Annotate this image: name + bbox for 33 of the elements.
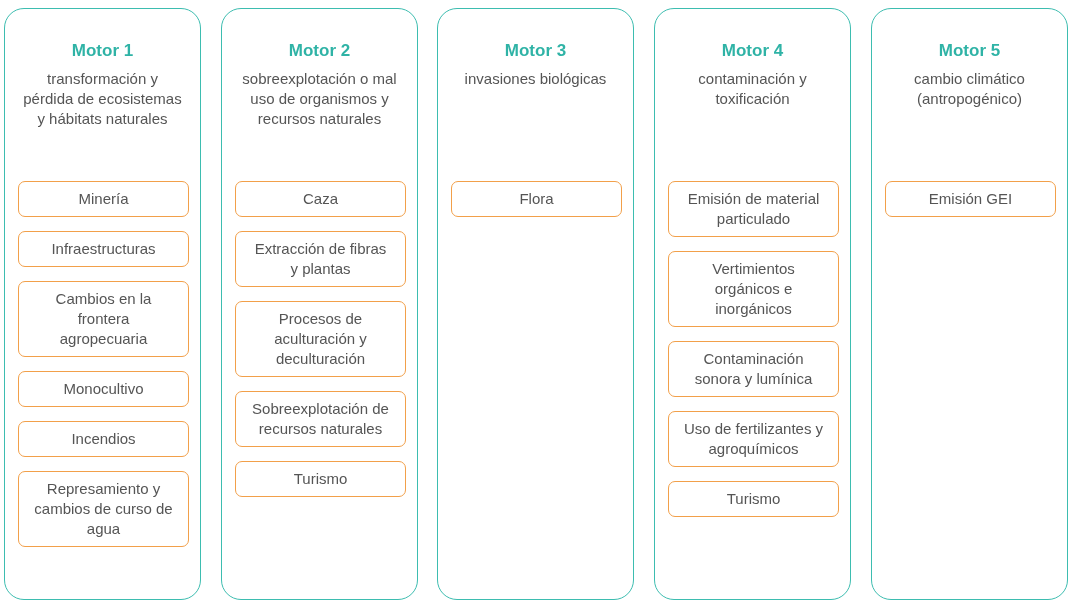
factor-box: Turismo bbox=[668, 481, 839, 517]
driver-column bbox=[871, 8, 1068, 600]
column-heading: Motor 2 bbox=[287, 41, 352, 61]
factor-box: Represamiento y cambios de curso de agua bbox=[18, 471, 189, 547]
factor-box: Extracción de fibras y plantas bbox=[235, 231, 406, 287]
driver-column bbox=[221, 8, 418, 600]
driver-description: cambio climático (antropogénico) bbox=[913, 69, 1026, 109]
driver-description: sobreexplotación o mal uso de organismos y recursos naturales bbox=[241, 69, 398, 129]
column-heading: Motor 5 bbox=[937, 41, 1002, 61]
factor-box: Uso de fertilizantes y agroquímicos bbox=[668, 411, 839, 467]
factor-box: Cambios en la frontera agropecuaria bbox=[18, 281, 189, 357]
driver-description: transformación y pérdida de ecosistemas y hábitats naturales bbox=[22, 69, 183, 129]
factor-box: Vertimientos orgánicos e inorgánicos bbox=[668, 251, 839, 327]
factor-box: Caza bbox=[235, 181, 406, 217]
driver-column bbox=[437, 8, 634, 600]
driver-column bbox=[4, 8, 201, 600]
factor-box: Flora bbox=[451, 181, 622, 217]
factor-box: Emisión de material particulado bbox=[668, 181, 839, 237]
column-heading: Motor 4 bbox=[720, 41, 785, 61]
factor-box: Infraestructuras bbox=[18, 231, 189, 267]
driver-description: contaminación y toxificación bbox=[697, 69, 808, 109]
factor-box: Contaminación sonora y lumínica bbox=[668, 341, 839, 397]
factor-box: Incendios bbox=[18, 421, 189, 457]
factor-box: Emisión GEI bbox=[885, 181, 1056, 217]
driver-column bbox=[654, 8, 851, 600]
factor-box: Turismo bbox=[235, 461, 406, 497]
driver-description: invasiones biológicas bbox=[463, 69, 608, 89]
factor-box: Procesos de aculturación y deculturación bbox=[235, 301, 406, 377]
factor-box: Minería bbox=[18, 181, 189, 217]
column-heading: Motor 3 bbox=[503, 41, 568, 61]
factor-box: Sobreexplotación de recursos naturales bbox=[235, 391, 406, 447]
column-heading: Motor 1 bbox=[70, 41, 135, 61]
factor-box: Monocultivo bbox=[18, 371, 189, 407]
